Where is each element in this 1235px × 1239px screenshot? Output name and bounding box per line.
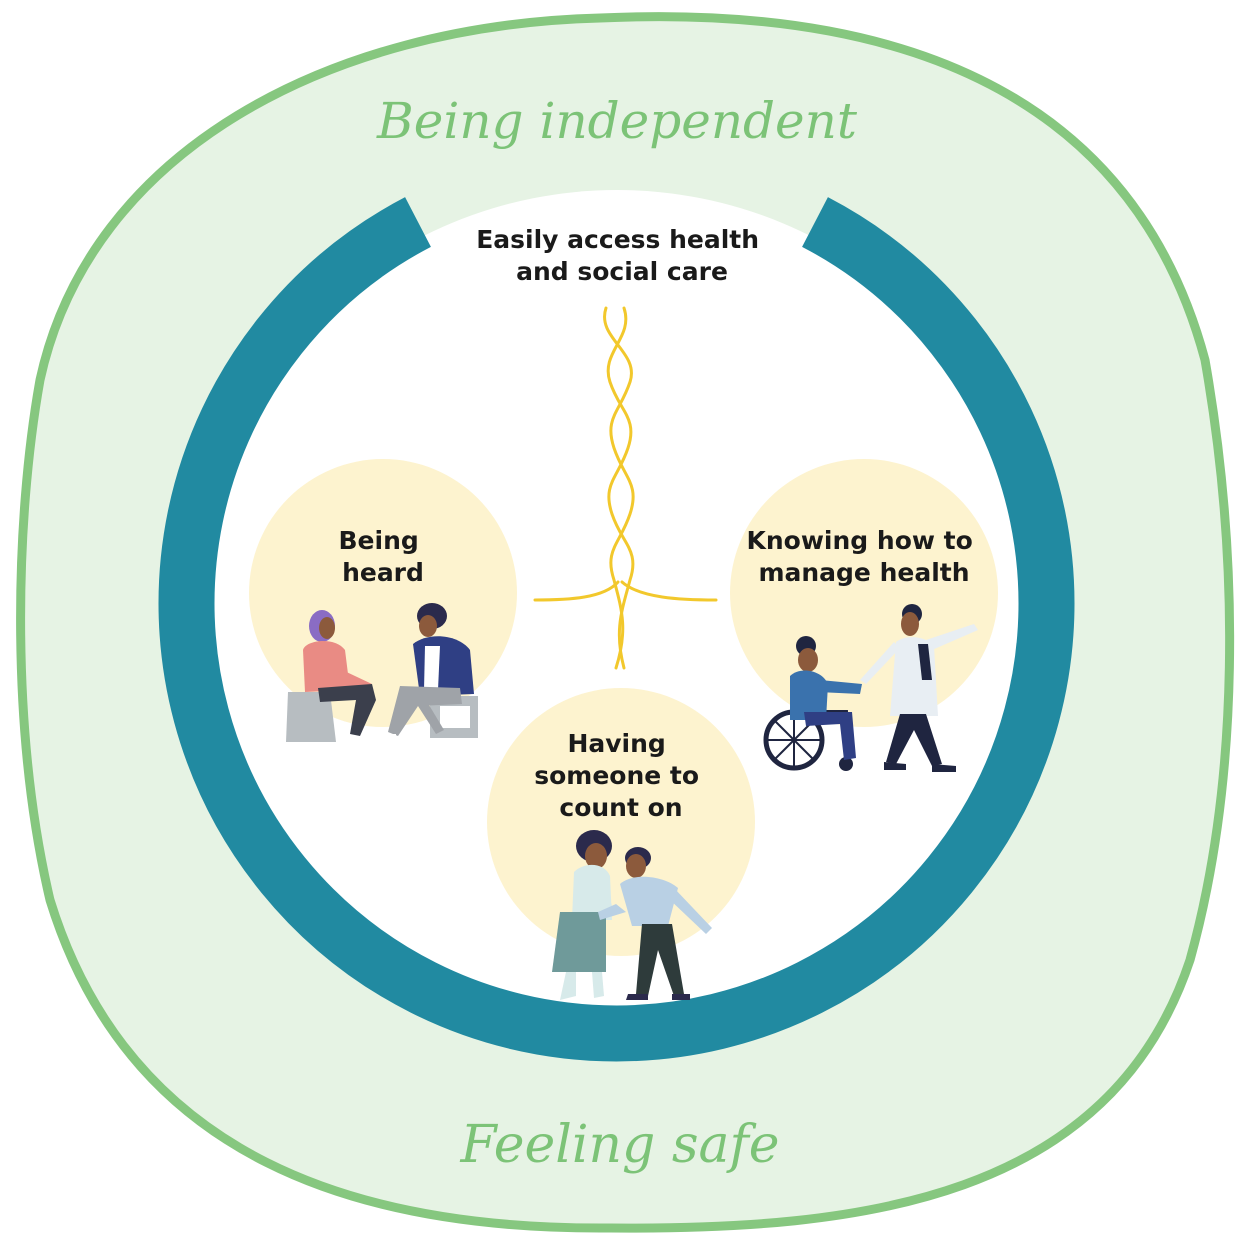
being-independent-label: Being independent [376,92,858,150]
teal-ring [158,197,1075,1062]
manage-health-bubble [730,459,998,727]
being-heard-line-1: Being [339,526,419,555]
being-heard-line-2: heard [342,558,424,587]
inner-disc [187,190,1047,1050]
access-care-line-1: Easily access health [476,225,759,254]
thread-illustration [533,306,718,670]
someone-to-count-on-label: Having someone to count on [534,729,708,822]
being-heard-bubble [249,459,517,727]
people-talking-illustration [286,603,478,744]
someone-line-2: someone to [534,761,699,790]
wheelchair-doctor-illustration [763,604,978,772]
someone-line-1: Having [567,729,665,758]
manage-health-line-2: manage health [758,558,969,587]
manage-health-label: Knowing how to manage health [746,526,981,587]
being-heard-label: Being heard [339,526,428,587]
someone-line-3: count on [559,793,682,822]
access-care-label: Easily access health and social care [476,225,768,286]
feeling-safe-label: Feeling safe [459,1115,779,1175]
people-holding-hands-illustration [552,830,712,1000]
access-care-line-2: and social care [516,257,728,286]
manage-health-line-1: Knowing how to [746,526,972,555]
someone-to-count-on-bubble [487,688,755,956]
